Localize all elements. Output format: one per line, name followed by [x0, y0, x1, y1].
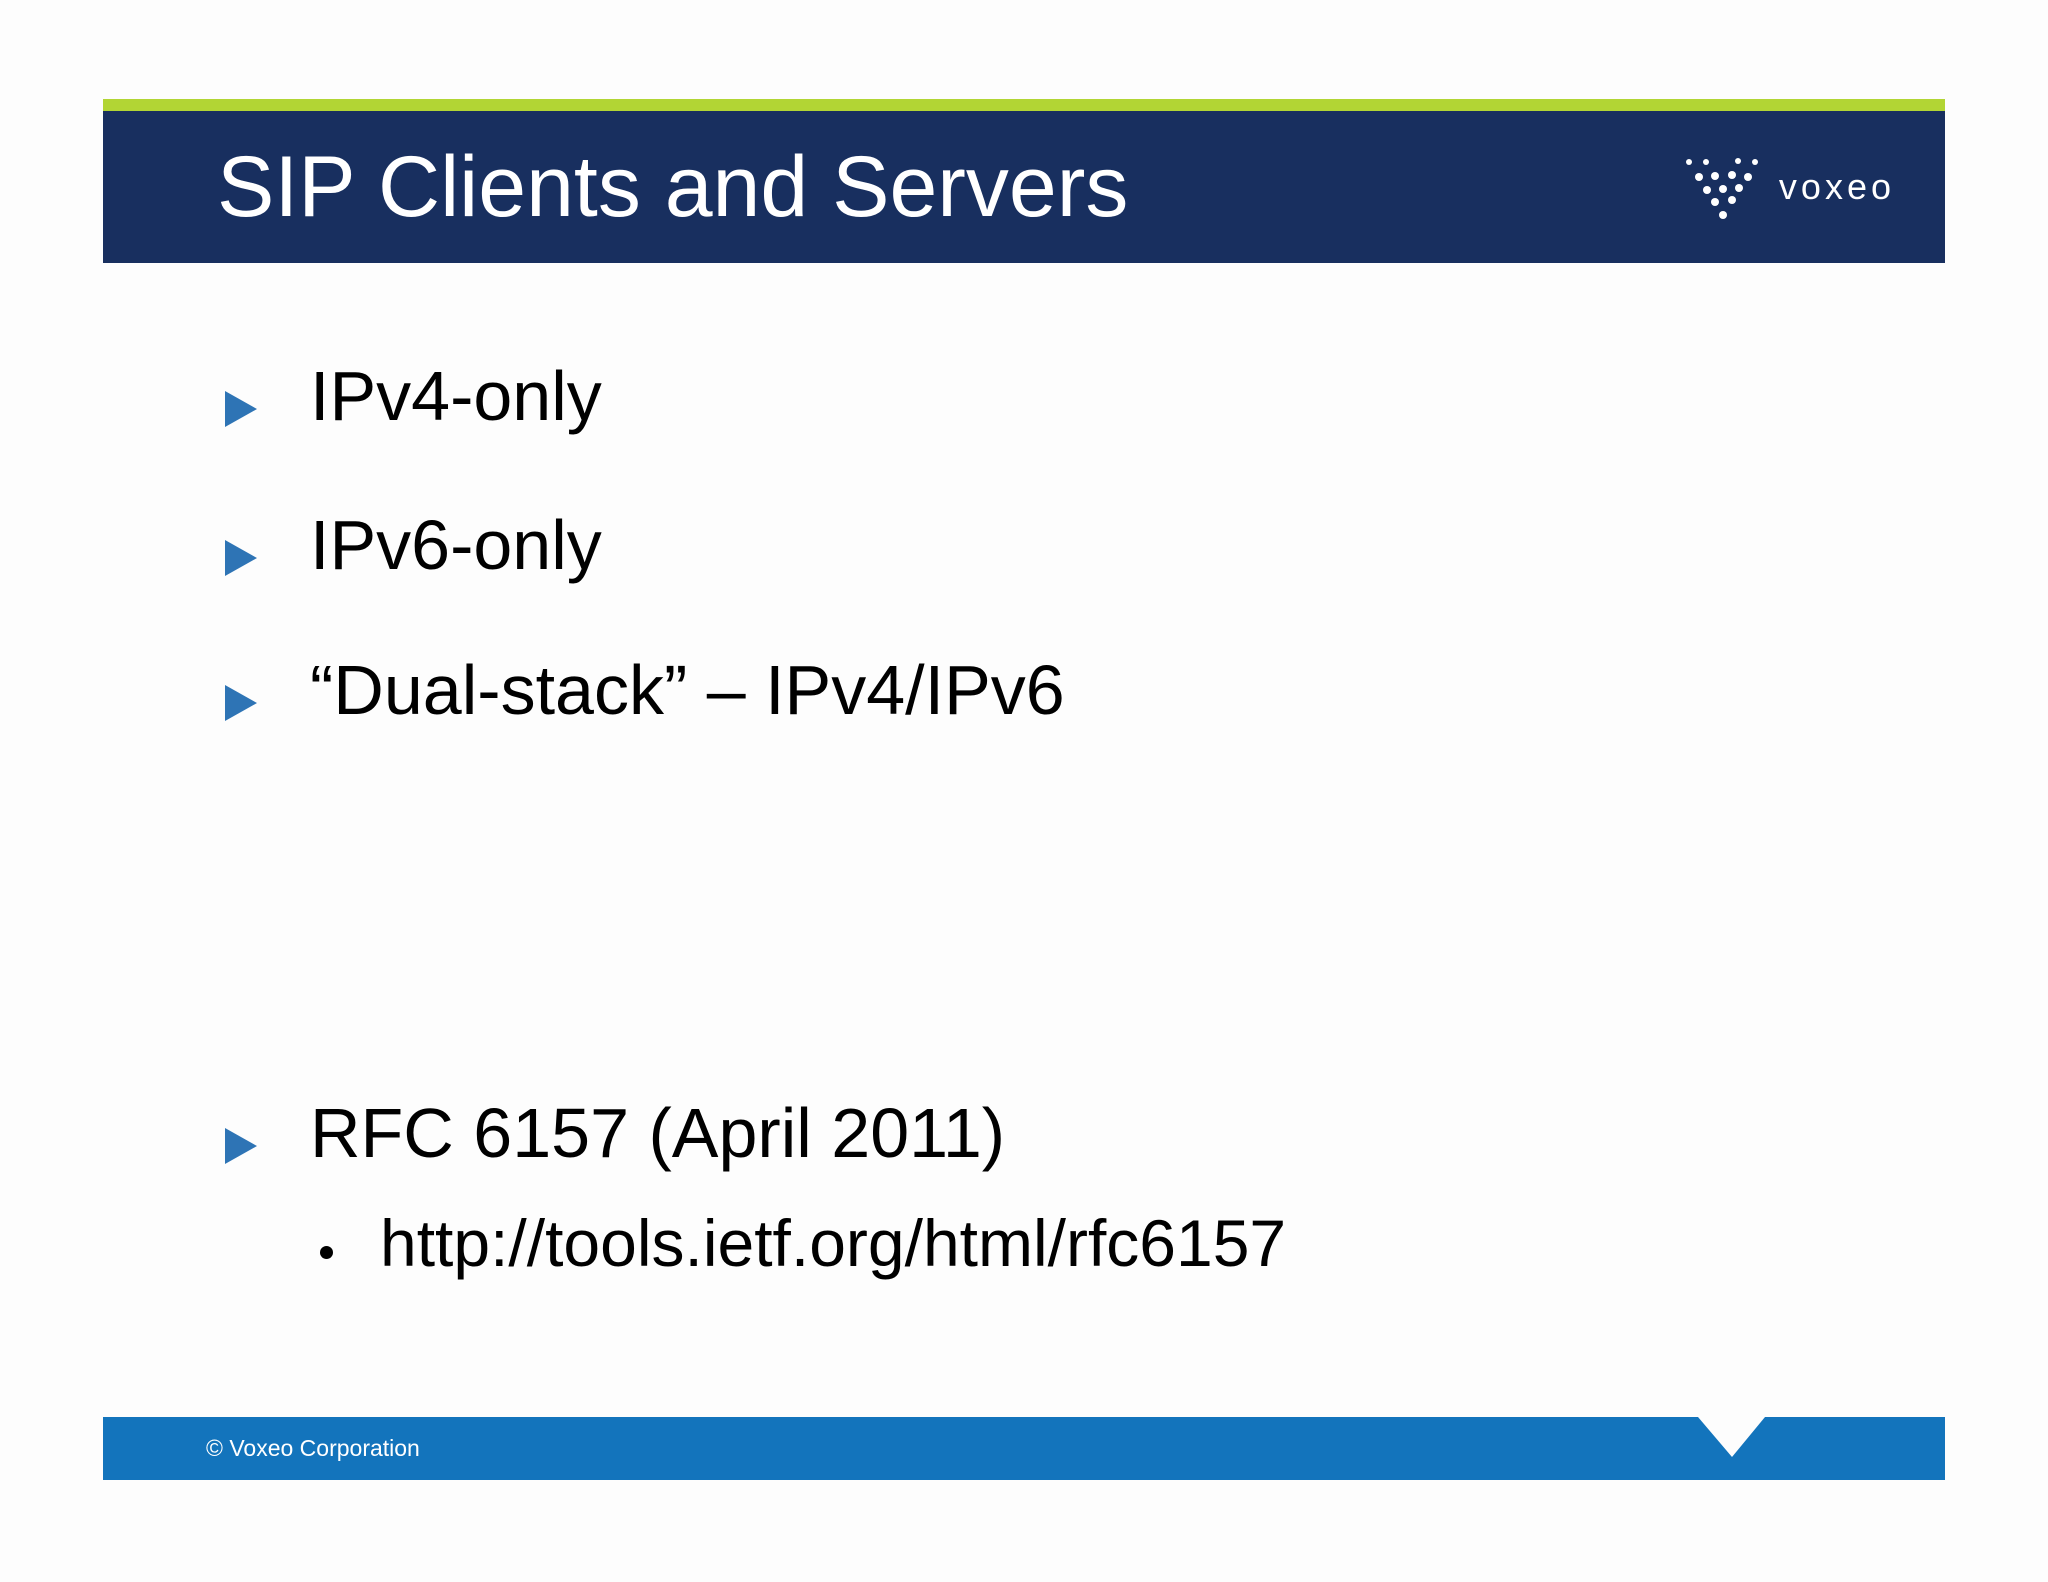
triangle-bullet-icon — [225, 391, 257, 427]
accent-stripe — [103, 99, 1945, 111]
dot-bullet-icon — [320, 1246, 333, 1259]
triangle-bullet-icon — [225, 1128, 257, 1164]
title-bar: SIP Clients and Servers voxeo — [103, 111, 1945, 263]
triangle-bullet-icon — [225, 540, 257, 576]
sub-bullet-label: http://tools.ietf.org/html/rfc6157 — [380, 1206, 1287, 1280]
page-title: SIP Clients and Servers — [217, 139, 1129, 235]
bullet-label: “Dual-stack” – IPv4/IPv6 — [310, 651, 1065, 729]
bullet-label: IPv4-only — [310, 357, 602, 435]
voxeo-dots-icon — [1681, 154, 1761, 220]
footer-notch-icon — [1698, 1417, 1765, 1457]
bullet-label: RFC 6157 (April 2011) — [310, 1094, 1006, 1172]
bullet-label: IPv6-only — [310, 506, 602, 584]
footer-copyright: © Voxeo Corporation — [206, 1435, 420, 1461]
voxeo-logo: voxeo — [1681, 111, 1895, 263]
triangle-bullet-icon — [225, 685, 257, 721]
footer-bar: © Voxeo Corporation — [103, 1417, 1945, 1480]
voxeo-wordmark: voxeo — [1778, 166, 1895, 207]
